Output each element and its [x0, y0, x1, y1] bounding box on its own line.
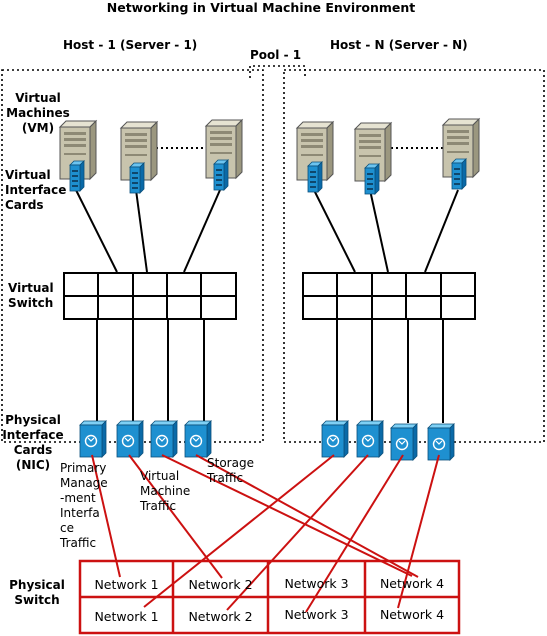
nic-icon [184, 420, 212, 458]
switch-top-network-2: Network 2 [188, 577, 253, 592]
vic-links [75, 189, 459, 273]
vic-icon [69, 160, 85, 192]
vic-icon [213, 159, 229, 191]
physical-interface-cards [79, 420, 455, 461]
vic-icon [129, 162, 145, 194]
nic-icon [321, 420, 349, 458]
nic-icon [150, 420, 178, 458]
pool-label: Pool - 1 [250, 48, 302, 62]
switch-bottom-network-2: Network 2 [188, 609, 253, 624]
switch-top-network-3: Network 3 [284, 576, 349, 591]
switch-bottom-network-3: Network 3 [284, 607, 349, 622]
link-hostn-nic1-net1 [143, 454, 335, 608]
link-hostn-nic4-net4 [397, 454, 440, 609]
diagram-title: Networking in Virtual Machine Environmen… [106, 0, 416, 15]
pool-boundary [249, 65, 306, 78]
vic-icon [451, 158, 467, 190]
nic-icon [427, 423, 455, 461]
nic-icon [79, 420, 107, 458]
switch-top-network-1: Network 1 [94, 577, 159, 592]
link-host1-nic1-net1 [91, 454, 121, 578]
network-links [91, 454, 440, 613]
link-host1-nic3-net4 [161, 454, 413, 577]
virtual-interface-cards [69, 158, 467, 195]
host-1-name: Host - 1 (Server - 1) [63, 38, 198, 52]
physical-switch [78, 559, 461, 635]
nic-icon [116, 420, 144, 458]
nic-icon [356, 420, 384, 458]
link-hostn-nic2-net2 [226, 454, 369, 611]
switch-bottom-network-1: Network 1 [94, 609, 159, 624]
link-hostn-nic3-net3 [305, 454, 404, 613]
nic-icon [390, 423, 418, 461]
link-host1-nic4-net4 [195, 454, 419, 578]
uplink-links [96, 318, 444, 423]
virtual-switch-n [302, 272, 476, 320]
virtual-switch-1 [63, 272, 237, 320]
vic-icon [307, 161, 323, 193]
host-n-name: Host - N (Server - N) [330, 38, 468, 52]
switch-top-network-4: Network 4 [379, 576, 445, 591]
host-1-boundary [1, 69, 264, 443]
switch-bottom-network-4: Network 4 [379, 607, 445, 622]
virtual-machines [58, 117, 481, 183]
vic-icon [364, 163, 380, 195]
